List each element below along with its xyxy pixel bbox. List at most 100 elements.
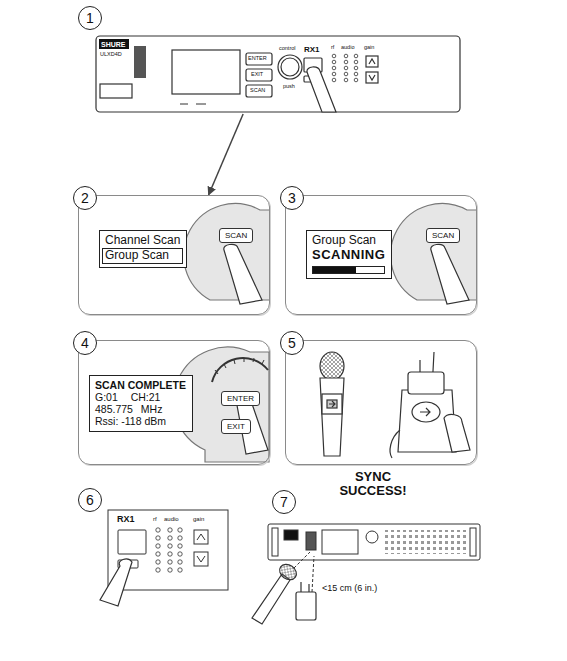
finger (224, 244, 262, 304)
art-stroke (172, 50, 240, 94)
callout-number: 5 (280, 331, 304, 355)
panel-marking: rf (153, 516, 157, 522)
led (354, 54, 358, 58)
panel-marking: RX1 (304, 46, 320, 54)
screen-text: G:01 CH:21 (95, 391, 186, 403)
art-stroke (408, 372, 444, 394)
led (156, 536, 160, 540)
panel-marking: ULXD4D (100, 52, 122, 58)
callout-number: 6 (78, 488, 102, 512)
art-stroke (284, 530, 298, 540)
art-stroke (412, 402, 440, 422)
ir-beam (294, 552, 314, 592)
button-label: SCAN (225, 231, 247, 240)
art-stroke (320, 352, 344, 380)
led (168, 568, 172, 572)
screen-text: Channel Scan (105, 234, 180, 248)
screen-text: Group Scan (312, 234, 385, 248)
led (156, 552, 160, 556)
screen-text: Group Scan (103, 249, 182, 263)
art-stroke (444, 415, 470, 452)
panel-button: EXIT (221, 419, 251, 434)
step-panel: 4SCAN COMPLETEG:01 CH:21485.775 MHzRssi:… (78, 340, 270, 465)
art-stroke (246, 85, 272, 97)
progress-bar (312, 266, 385, 274)
panel-marking: control (279, 46, 296, 52)
button-label: EXIT (227, 422, 245, 431)
led (178, 528, 182, 532)
panel-marking: audio (164, 516, 179, 522)
art-stroke (420, 408, 430, 416)
art-stroke (134, 46, 146, 78)
panel-marking: gain (364, 45, 374, 51)
flow-arrow (209, 114, 244, 195)
led (168, 560, 172, 564)
led (168, 536, 172, 540)
step-panel: 3Group ScanSCANNINGSCAN (285, 195, 477, 315)
step-area: 7 (268, 492, 480, 624)
led (344, 72, 348, 76)
callout-number: 3 (280, 186, 304, 210)
lcd-screen: Channel ScanGroup Scan (99, 230, 187, 268)
control-knob (212, 358, 268, 382)
led (178, 568, 182, 572)
distance-dimension: <15 cm (6 in.) (322, 584, 377, 593)
art-stroke (296, 592, 316, 620)
art-stroke (100, 84, 132, 98)
led (332, 72, 336, 76)
art-stroke (252, 574, 290, 624)
art-stroke (366, 531, 378, 543)
led (332, 78, 336, 82)
art-stroke (329, 401, 335, 407)
panel-marking: rf (331, 45, 334, 51)
led (168, 528, 172, 532)
art-stroke (197, 534, 205, 562)
button-label: ENTER (227, 394, 254, 403)
art-stroke (322, 394, 342, 414)
led (178, 544, 182, 548)
led (178, 536, 182, 540)
art-stroke (390, 430, 400, 458)
art-stroke (246, 69, 272, 81)
art-stroke (369, 59, 375, 80)
led (354, 72, 358, 76)
panel-marking: RX1 (117, 515, 135, 524)
callout-number: 2 (73, 186, 97, 210)
panel-marking: EXIT (251, 72, 263, 78)
art-stroke (118, 530, 146, 554)
led (354, 60, 358, 64)
art-stroke (320, 378, 344, 456)
led (344, 66, 348, 70)
art-stroke (322, 530, 358, 554)
screen-text: Rssi: -118 dBm (95, 415, 186, 427)
art-stroke (268, 524, 480, 560)
indicator-leds (332, 54, 358, 82)
panel-marking: push (283, 84, 295, 90)
led (344, 60, 348, 64)
callout-number: 7 (272, 490, 296, 514)
art-stroke (180, 104, 206, 105)
led (168, 552, 172, 556)
callout-number: 4 (73, 331, 97, 355)
art-stroke (96, 36, 460, 112)
led (156, 528, 160, 532)
lcd-screen: SCAN COMPLETEG:01 CH:21485.775 MHzRssi: … (89, 375, 193, 432)
screen-text: SCANNING (312, 248, 385, 263)
button-label: SCAN (432, 231, 454, 240)
led (178, 560, 182, 564)
art-stroke (301, 582, 309, 592)
panel-marking: SHURE (101, 41, 126, 48)
finger (307, 67, 336, 112)
led (344, 78, 348, 82)
panel-marking: ENTER (248, 56, 267, 62)
led (354, 66, 358, 70)
art-stroke (366, 56, 378, 67)
status-caption: SYNC SUCCESS! (330, 470, 416, 499)
panel-marking: gain (193, 516, 204, 522)
rack-receiver (268, 524, 480, 560)
finger (431, 244, 469, 304)
indicator-leds (156, 528, 182, 572)
led (332, 66, 336, 70)
led (332, 60, 336, 64)
